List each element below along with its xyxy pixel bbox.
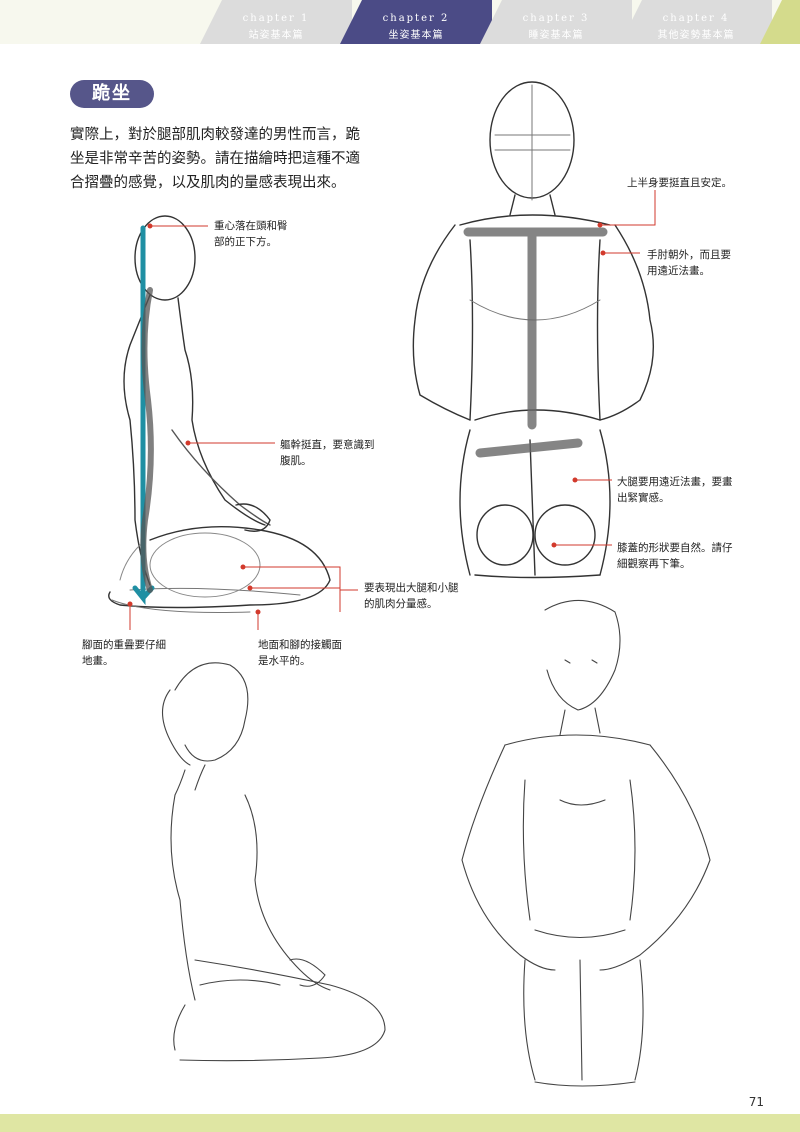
tab-chapter-label: chapter 4 [662, 13, 730, 24]
note-line: 膝蓋的形狀要自然。請仔 [617, 542, 733, 554]
chapter-tab-bar: chapter 1 站姿基本篇 chapter 2 坐姿基本篇 chapter … [0, 0, 800, 44]
footer-bar [0, 1114, 800, 1132]
intro-paragraph: 實際上，對於腿部肌肉較發達的男性而言，跪坐是非常辛苦的姿勢。請在描繪時把這種不適… [70, 127, 360, 191]
tab-chapter-title: 其他姿勢基本篇 [657, 30, 735, 41]
front-view-line-art [461, 599, 711, 1087]
tab-chapter-title: 站姿基本篇 [248, 30, 304, 41]
note-ground-contact: 地面和腳的接觸面 是水平的。 [258, 637, 342, 669]
note-line: 出緊實感。 [617, 492, 670, 504]
note-knees: 膝蓋的形狀要自然。請仔 細觀察再下筆。 [617, 540, 733, 572]
note-line: 要表現出大腿和小腿 [364, 582, 459, 594]
note-line: 重心落在頭和臀 [214, 220, 288, 232]
note-thigh-muscle: 要表現出大腿和小腿 的肌肉分量感。 [364, 580, 459, 612]
tab-chapter-3[interactable]: chapter 3 睡姿基本篇 [480, 0, 632, 44]
tab-chapter-title: 坐姿基本篇 [388, 30, 444, 41]
tab-chapter-1[interactable]: chapter 1 站姿基本篇 [200, 0, 352, 44]
tab-chapter-title: 睡姿基本篇 [528, 30, 584, 41]
note-line: 是水平的。 [258, 655, 311, 667]
page-number: 71 [748, 1095, 764, 1109]
note-line: 大腿要用遠近法畫，要畫 [617, 476, 733, 488]
tab-chapter-label: chapter 2 [382, 13, 450, 24]
callout-dots [127, 222, 606, 615]
front-view-sketch [412, 81, 654, 579]
front-body-guide-lines [463, 227, 608, 458]
note-line: 的肌肉分量感。 [364, 598, 438, 610]
note-upper-body: 上半身要挺直且安定。 [627, 175, 732, 191]
note-line: 用遠近法畫。 [647, 265, 710, 277]
note-line: 細觀察再下筆。 [617, 558, 691, 570]
tab-chapter-label: chapter 1 [242, 13, 310, 24]
side-view-line-art [161, 662, 386, 1062]
tab-chapter-2[interactable]: chapter 2 坐姿基本篇 [340, 0, 492, 44]
note-line: 腹肌。 [280, 455, 312, 467]
tab-chapter-label: chapter 3 [522, 13, 590, 24]
note-line: 軀幹挺直，要意識到 [280, 439, 375, 451]
note-line: 地畫。 [82, 655, 114, 667]
callout-lines [129, 190, 656, 630]
note-line: 地面和腳的接觸面 [258, 639, 342, 651]
spine-guide-line [140, 287, 154, 593]
note-line: 腳面的重疊要仔細 [82, 639, 166, 651]
note-elbows: 手肘朝外，而且要 用遠近法畫。 [647, 247, 731, 279]
note-line: 手肘朝外，而且要 [647, 249, 731, 261]
note-thighs-front: 大腿要用遠近法畫，要畫 出緊實感。 [617, 474, 733, 506]
note-foot-overlap: 腳面的重疊要仔細 地畫。 [82, 637, 166, 669]
section-title: 跪坐 [70, 80, 154, 108]
tab-chapter-4[interactable]: chapter 4 其他姿勢基本篇 [620, 0, 772, 44]
note-torso: 軀幹挺直，要意識到 腹肌。 [280, 437, 375, 469]
note-line: 部的正下方。 [214, 236, 277, 248]
note-line: 上半身要挺直且安定。 [627, 177, 732, 189]
note-center-of-gravity: 重心落在頭和臀 部的正下方。 [214, 218, 288, 250]
